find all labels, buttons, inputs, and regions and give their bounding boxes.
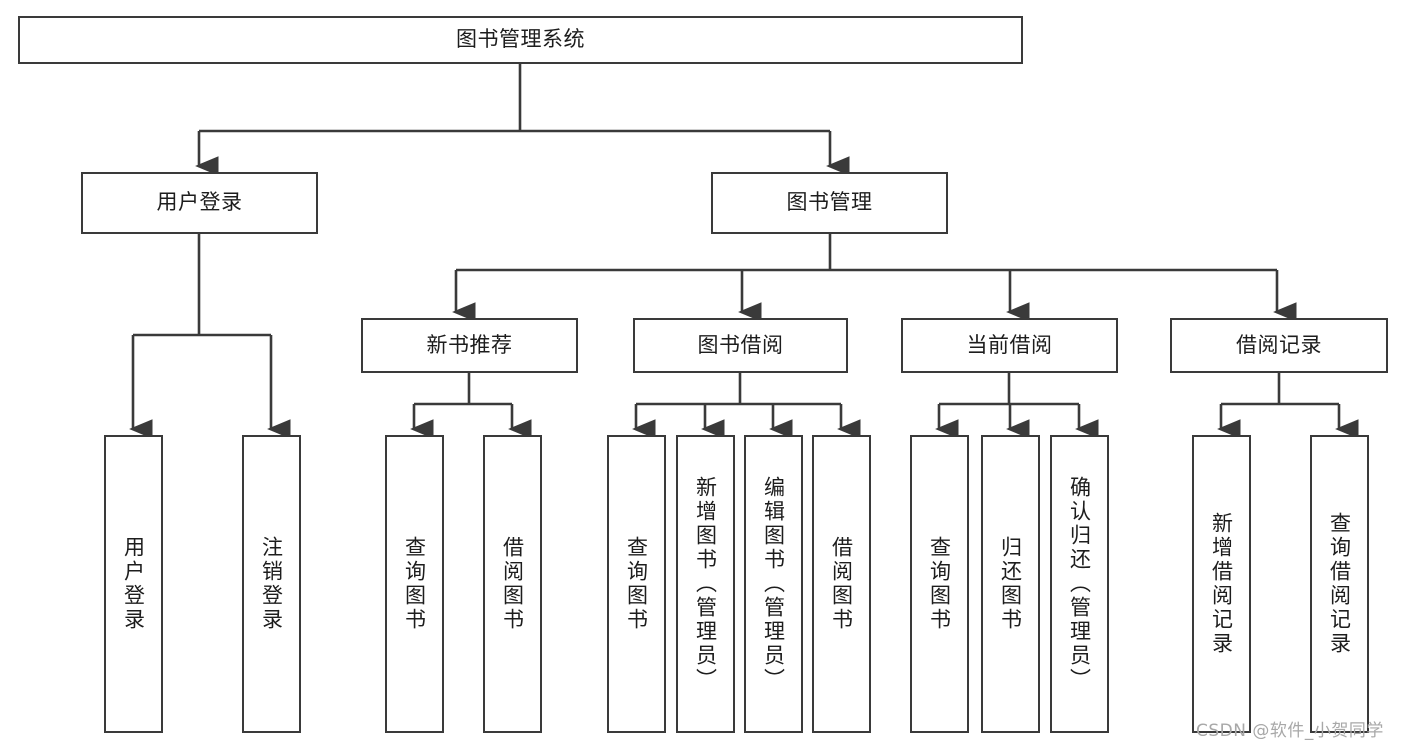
node-leaf-confirm-return[interactable]: 确认归还（管理员） bbox=[1050, 435, 1109, 733]
node-label: 归还图书 bbox=[998, 536, 1023, 632]
node-label: 用户登录 bbox=[156, 190, 243, 215]
node-label: 查询借阅记录 bbox=[1327, 512, 1352, 656]
node-leaf-query-book-3[interactable]: 查询图书 bbox=[910, 435, 969, 733]
node-leaf-return-book[interactable]: 归还图书 bbox=[981, 435, 1040, 733]
node-label: 图书管理系统 bbox=[456, 27, 585, 52]
node-label: 查询图书 bbox=[402, 536, 427, 632]
node-label: 用户登录 bbox=[121, 536, 146, 632]
node-label: 查询图书 bbox=[927, 536, 952, 632]
node-label: 编辑图书（管理员） bbox=[761, 476, 786, 692]
node-leaf-user-login[interactable]: 用户登录 bbox=[104, 435, 163, 733]
node-leaf-add-borrow-record[interactable]: 新增借阅记录 bbox=[1192, 435, 1251, 733]
node-label: 查询图书 bbox=[624, 536, 649, 632]
node-book-management-system[interactable]: 图书管理系统 bbox=[18, 16, 1023, 64]
node-label: 图书借阅 bbox=[697, 332, 784, 357]
node-label: 新书推荐 bbox=[426, 332, 513, 357]
node-book-borrow[interactable]: 图书借阅 bbox=[633, 318, 848, 373]
node-label: 借阅记录 bbox=[1236, 332, 1322, 357]
node-current-borrow[interactable]: 当前借阅 bbox=[901, 318, 1118, 373]
node-leaf-logout-login[interactable]: 注销登录 bbox=[242, 435, 301, 733]
node-label: 图书管理 bbox=[786, 190, 873, 215]
node-label: 当前借阅 bbox=[966, 332, 1053, 357]
node-borrow-record[interactable]: 借阅记录 bbox=[1170, 318, 1388, 373]
node-new-book-recommend[interactable]: 新书推荐 bbox=[361, 318, 578, 373]
node-leaf-add-book[interactable]: 新增图书（管理员） bbox=[676, 435, 735, 733]
node-label: 确认归还（管理员） bbox=[1067, 476, 1092, 692]
node-leaf-query-borrow-record[interactable]: 查询借阅记录 bbox=[1310, 435, 1369, 733]
node-leaf-borrow-book-2[interactable]: 借阅图书 bbox=[812, 435, 871, 733]
node-label: 新增图书（管理员） bbox=[693, 476, 718, 692]
node-user-login[interactable]: 用户登录 bbox=[81, 172, 318, 234]
node-leaf-query-book-1[interactable]: 查询图书 bbox=[385, 435, 444, 733]
node-leaf-edit-book[interactable]: 编辑图书（管理员） bbox=[744, 435, 803, 733]
node-leaf-query-book-2[interactable]: 查询图书 bbox=[607, 435, 666, 733]
node-leaf-borrow-book-1[interactable]: 借阅图书 bbox=[483, 435, 542, 733]
node-book-management[interactable]: 图书管理 bbox=[711, 172, 948, 234]
node-label: 借阅图书 bbox=[829, 536, 854, 632]
node-label: 新增借阅记录 bbox=[1209, 512, 1234, 656]
node-label: 注销登录 bbox=[259, 536, 284, 632]
csdn-watermark: CSDN @软件_小贺同学 bbox=[1196, 721, 1384, 741]
node-label: 借阅图书 bbox=[500, 536, 525, 632]
